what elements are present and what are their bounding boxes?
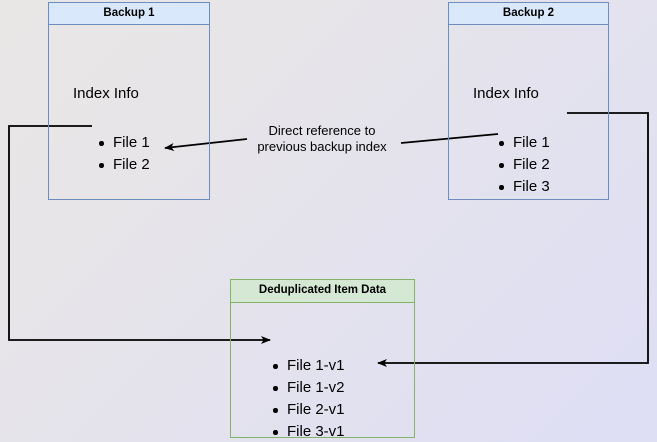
- edge-label-direct-reference: Direct reference to previous backup inde…: [257, 123, 387, 154]
- list-item: File 3-v1: [271, 421, 345, 442]
- node-backup-1[interactable]: Backup 1 Index Info File 1 File 2: [48, 2, 210, 200]
- list-item: File 1: [97, 132, 150, 154]
- node-backup-2-item-list: File 1 File 2 File 3: [497, 132, 550, 198]
- node-backup-2-header: Backup 2: [449, 3, 608, 25]
- node-deduplicated-item-data[interactable]: Deduplicated Item Data File 1-v1 File 1-…: [230, 279, 415, 440]
- node-backup-1-item-list: File 1 File 2: [97, 132, 150, 176]
- list-item: File 2-v1: [271, 399, 345, 421]
- node-backup-1-subtitle: Index Info: [73, 85, 139, 102]
- node-backup-1-header: Backup 1: [49, 3, 209, 25]
- node-backup-2-subtitle: Index Info: [473, 85, 539, 102]
- list-item: File 1: [497, 132, 550, 154]
- node-backup-2[interactable]: Backup 2 Index Info File 1 File 2 File 3: [448, 2, 609, 200]
- list-item: File 2: [97, 154, 150, 176]
- list-item: File 1-v1: [271, 355, 345, 377]
- list-item: File 1-v2: [271, 377, 345, 399]
- node-deduplicated-item-data-header: Deduplicated Item Data: [231, 280, 414, 303]
- list-item: File 3: [497, 176, 550, 198]
- node-deduplicated-item-list: File 1-v1 File 1-v2 File 2-v1 File 3-v1: [271, 355, 345, 442]
- list-item: File 2: [497, 154, 550, 176]
